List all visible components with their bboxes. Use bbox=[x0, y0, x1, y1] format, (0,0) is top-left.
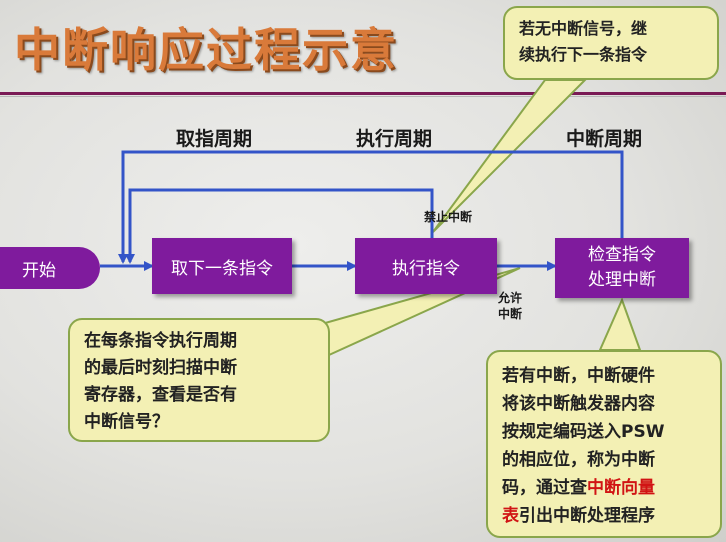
callout-scan-line4: 中断信号？ bbox=[84, 412, 169, 432]
callout-no-interrupt-line2: 续执行下一条指令 bbox=[519, 45, 648, 64]
callout-tail-has-interrupt bbox=[598, 297, 642, 351]
callout-has-interrupt-line5: 码，通过查中断向量 bbox=[502, 474, 712, 502]
execute-instruction-box: 执行指令 bbox=[355, 238, 497, 294]
loop-interrupt-cycle bbox=[118, 150, 624, 264]
start-node: 开始 bbox=[0, 247, 100, 289]
callout-line6-highlight: 表 bbox=[502, 506, 519, 526]
fetch-next-instruction-box: 取下一条指令 bbox=[152, 238, 292, 294]
callout-no-interrupt-line1: 若无中断信号，继 bbox=[519, 19, 648, 38]
phase-execute-label: 执行周期 bbox=[356, 128, 433, 150]
page-title: 中断响应过程示意 bbox=[14, 23, 398, 77]
callout-has-interrupt-line4: 的相应位，称为中断 bbox=[502, 450, 655, 470]
loop-disable-interrupt bbox=[125, 188, 434, 264]
callout-scan-register: 在每条指令执行周期 的最后时刻扫描中断 寄存器，查看是否有 中断信号？ bbox=[68, 318, 330, 442]
callout-has-interrupt-line6: 表引出中断处理程序 bbox=[502, 502, 712, 530]
allow-interrupt-line1: 允许 bbox=[498, 291, 523, 305]
callout-has-interrupt-line1: 若有中断，中断硬件 bbox=[502, 366, 655, 386]
allow-interrupt-label: 允许 中断 bbox=[498, 290, 522, 322]
title-divider-shadow bbox=[0, 96, 726, 97]
callout-line5-highlight: 中断向量 bbox=[587, 478, 655, 498]
allow-interrupt-line2: 中断 bbox=[498, 307, 523, 321]
callout-tail-no-interrupt bbox=[432, 79, 588, 233]
check-box-line1: 检查指令 bbox=[588, 245, 656, 265]
disable-interrupt-label: 禁止中断 bbox=[424, 210, 473, 224]
phase-interrupt-label: 中断周期 bbox=[566, 128, 643, 150]
callout-no-interrupt: 若无中断信号，继 续执行下一条指令 bbox=[503, 6, 719, 80]
callout-has-interrupt-line3: 按规定编码送入PSW bbox=[502, 422, 665, 442]
title-divider bbox=[0, 92, 726, 95]
callout-has-interrupt-line2: 将该中断触发器内容 bbox=[502, 394, 655, 414]
check-box-line2: 处理中断 bbox=[588, 270, 656, 290]
callout-scan-line2: 的最后时刻扫描中断 bbox=[84, 358, 237, 378]
callout-scan-line1: 在每条指令执行周期 bbox=[84, 331, 237, 351]
check-and-handle-interrupt-box: 检查指令 处理中断 bbox=[555, 238, 689, 298]
callout-line5-text: 码，通过查 bbox=[502, 478, 587, 498]
callout-scan-line3: 寄存器，查看是否有 bbox=[84, 385, 237, 405]
callout-line6-text: 引出中断处理程序 bbox=[519, 506, 655, 526]
phase-fetch-label: 取指周期 bbox=[176, 128, 253, 150]
callout-has-interrupt: 若有中断，中断硬件 将该中断触发器内容 按规定编码送入PSW 的相应位，称为中断… bbox=[486, 350, 722, 538]
